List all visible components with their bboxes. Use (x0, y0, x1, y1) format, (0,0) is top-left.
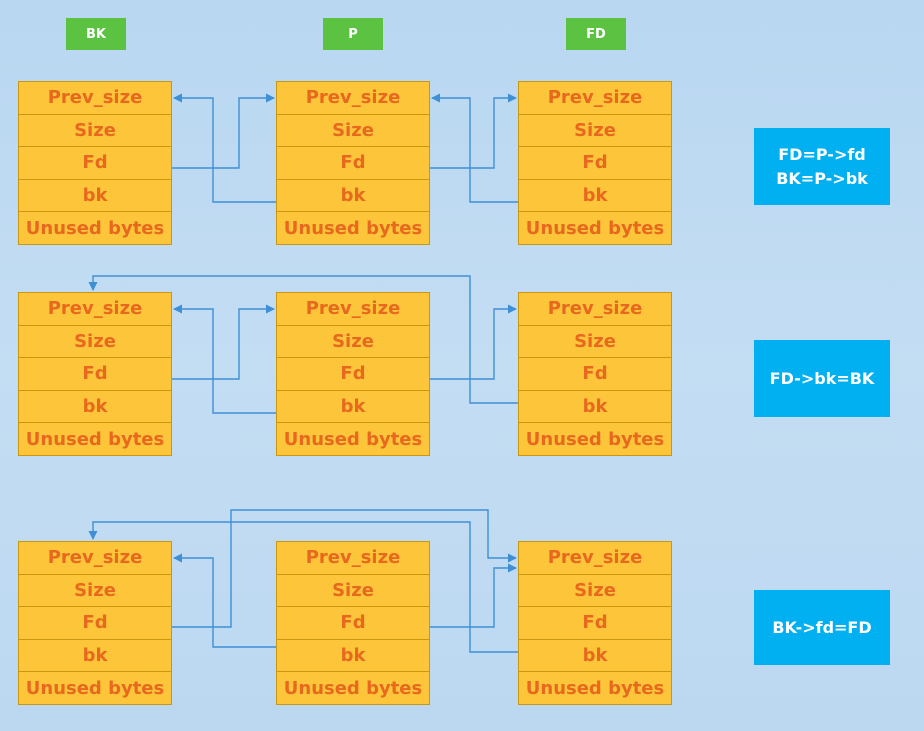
field-size: Size (518, 573, 672, 608)
field-bk: bk (518, 638, 672, 673)
step2-note: FD->bk=BK (754, 340, 890, 417)
field-prev-size: Prev_size (518, 81, 672, 115)
field-fd: Fd (518, 146, 672, 180)
field-bk: bk (518, 178, 672, 213)
label-fd: FD (566, 18, 626, 50)
arrow-bk-fd-to-p (172, 93, 275, 169)
chunk-p-step1: Prev_size Size Fd bk Unused bytes (276, 81, 430, 245)
field-size: Size (18, 113, 172, 148)
field-fd: Fd (276, 606, 430, 640)
step1-line1: FD=P->fd (778, 145, 866, 165)
field-unused-bytes: Unused bytes (518, 422, 672, 456)
field-size: Size (518, 324, 672, 359)
chunk-fd-step2: Prev_size Size Fd bk Unused bytes (518, 292, 672, 456)
field-bk: bk (276, 178, 430, 213)
field-unused-bytes: Unused bytes (518, 671, 672, 705)
arrow-p-fd-to-fd (430, 93, 517, 169)
arrow-bk-fd-to-p-2 (172, 304, 275, 380)
field-bk: bk (18, 178, 172, 213)
field-unused-bytes: Unused bytes (18, 422, 172, 456)
field-prev-size: Prev_size (518, 541, 672, 575)
field-unused-bytes: Unused bytes (276, 211, 430, 245)
arrow-p-bk-to-bk-3 (173, 553, 276, 648)
field-prev-size: Prev_size (518, 292, 672, 326)
field-prev-size: Prev_size (18, 292, 172, 326)
field-bk: bk (276, 638, 430, 673)
chunk-fd-step1: Prev_size Size Fd bk Unused bytes (518, 81, 672, 245)
field-size: Size (518, 113, 672, 148)
chunk-p-step2: Prev_size Size Fd bk Unused bytes (276, 292, 430, 456)
field-fd: Fd (276, 146, 430, 180)
field-fd: Fd (18, 146, 172, 180)
chunk-bk-step2: Prev_size Size Fd bk Unused bytes (18, 292, 172, 456)
field-unused-bytes: Unused bytes (518, 211, 672, 245)
arrow-p-bk-to-bk (173, 93, 276, 203)
label-bk: BK (66, 18, 126, 50)
field-prev-size: Prev_size (276, 541, 430, 575)
field-fd: Fd (18, 606, 172, 640)
field-prev-size: Prev_size (276, 292, 430, 326)
field-bk: bk (18, 389, 172, 424)
arrow-bk-fd-to-fd-3 (172, 509, 517, 628)
step3-line1: BK->fd=FD (772, 617, 872, 637)
arrow-p-fd-to-fd-2 (430, 304, 517, 380)
field-unused-bytes: Unused bytes (18, 671, 172, 705)
field-fd: Fd (518, 357, 672, 391)
arrow-p-bk-to-bk-2 (173, 304, 276, 414)
step1-line2: BK=P->bk (776, 168, 868, 188)
field-prev-size: Prev_size (276, 81, 430, 115)
arrow-fd-bk-to-bk-2 (88, 275, 518, 404)
label-p: P (323, 18, 383, 50)
chunk-bk-step3: Prev_size Size Fd bk Unused bytes (18, 541, 172, 705)
step2-line1: FD->bk=BK (769, 368, 875, 388)
step1-note: FD=P->fd BK=P->bk (754, 128, 890, 205)
field-unused-bytes: Unused bytes (276, 671, 430, 705)
arrow-p-fd-to-fd-3 (430, 563, 517, 628)
field-unused-bytes: Unused bytes (276, 422, 430, 456)
arrow-fd-bk-to-p (431, 93, 518, 203)
chunk-bk-step1: Prev_size Size Fd bk Unused bytes (18, 81, 172, 245)
step3-note: BK->fd=FD (754, 590, 890, 665)
arrow-fd-bk-to-bk-3 (88, 521, 518, 653)
chunk-fd-step3: Prev_size Size Fd bk Unused bytes (518, 541, 672, 705)
field-bk: bk (518, 389, 672, 424)
chunk-p-step3: Prev_size Size Fd bk Unused bytes (276, 541, 430, 705)
field-size: Size (276, 113, 430, 148)
field-unused-bytes: Unused bytes (18, 211, 172, 245)
field-prev-size: Prev_size (18, 541, 172, 575)
